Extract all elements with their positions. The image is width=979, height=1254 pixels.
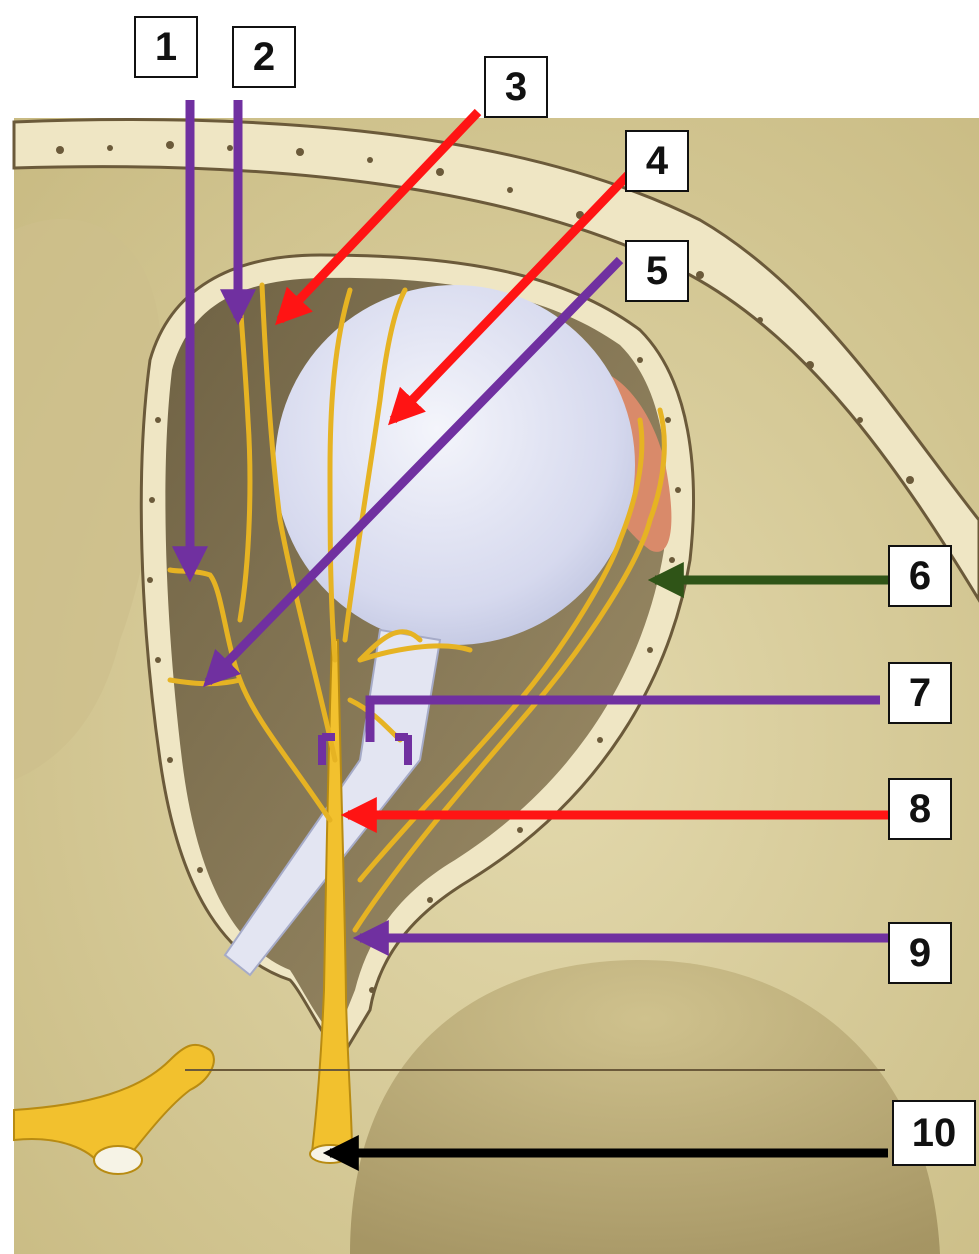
label-box-5: 5 [625, 240, 689, 302]
label-box-6: 6 [888, 545, 952, 607]
label-box-9: 9 [888, 922, 952, 984]
label-box-8: 8 [888, 778, 952, 840]
label-box-2: 2 [232, 26, 296, 88]
label-box-3: 3 [484, 56, 548, 118]
label-box-10: 10 [892, 1100, 976, 1166]
label-box-7: 7 [888, 662, 952, 724]
label-box-1: 1 [134, 16, 198, 78]
trunk-cut-end [94, 1146, 142, 1174]
label-box-4: 4 [625, 130, 689, 192]
